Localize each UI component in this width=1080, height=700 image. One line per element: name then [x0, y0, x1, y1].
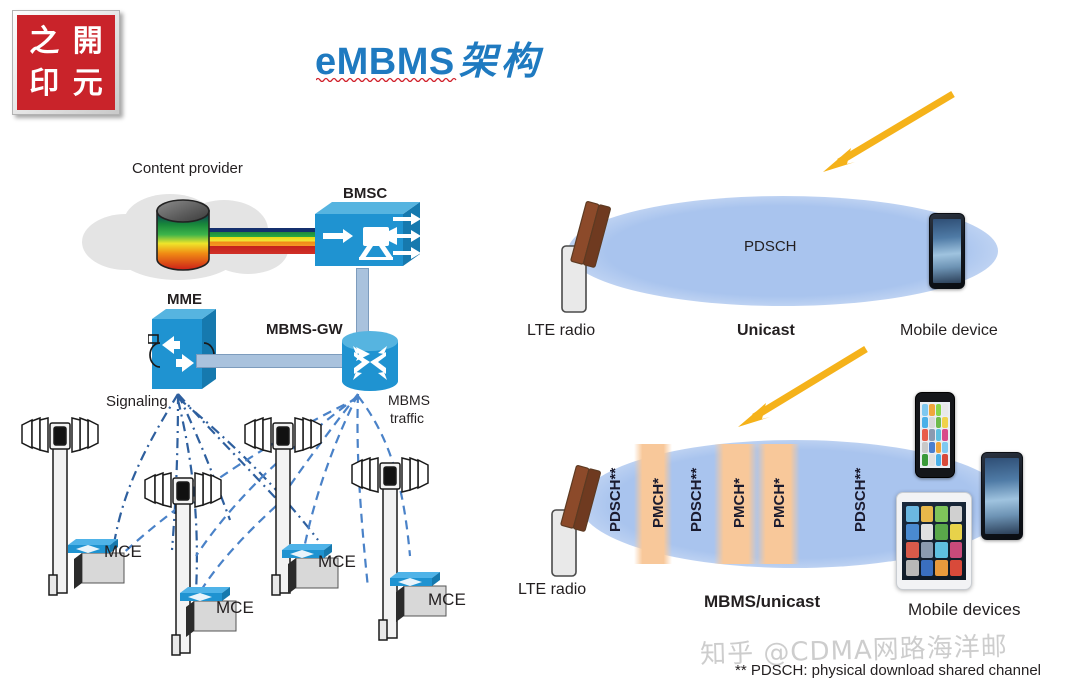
lte-radio-1-icon	[561, 201, 611, 313]
cell-tower-2-icon	[144, 471, 222, 656]
label-bmsc: BMSC	[343, 185, 388, 202]
label-mme: MME	[167, 291, 202, 308]
mbms-channel-label-6: PDSCH**	[852, 467, 869, 532]
seal-char-2: 開	[66, 21, 109, 62]
seal-stamp-logo: 之 開 印 元	[12, 10, 120, 115]
mbms-gw-node-icon	[342, 331, 398, 391]
page-title-latin: eMBMS	[315, 41, 455, 83]
iphone-screen	[920, 402, 950, 468]
mbms-channel-label-5: PMCH*	[771, 477, 788, 528]
label-mce-3: MCE	[318, 552, 356, 571]
label-mbms-traffic-1: MBMS	[388, 392, 430, 408]
label-mce-1: MCE	[104, 542, 142, 561]
database-cylinder-icon	[156, 199, 210, 271]
label-mobile-devices: Mobile devices	[908, 600, 1021, 619]
label-mobile-device: Mobile device	[900, 322, 998, 339]
pmch-band-2	[714, 444, 758, 564]
pmch-band-3	[756, 444, 800, 564]
mbms-channel-label-1: PDSCH**	[607, 467, 624, 532]
arrow-to-unicast-icon	[823, 90, 955, 172]
link-mme-to-mbmsgw	[196, 354, 346, 368]
label-lte-radio-mbms: LTE radio	[518, 581, 587, 598]
label-mce-4: MCE	[428, 590, 466, 609]
content-feed-pipe	[208, 228, 320, 254]
mce-switch-4-icon	[390, 572, 447, 622]
seal-inner: 之 開 印 元	[17, 15, 115, 110]
phone-screen	[933, 219, 961, 283]
arrow-to-mbms-icon	[738, 346, 868, 427]
mobile-device-unicast	[929, 213, 965, 289]
mobile-device-tablet	[896, 492, 972, 590]
label-lte-radio-unicast: LTE radio	[527, 322, 596, 339]
unicast-channel-label: PDSCH	[744, 238, 797, 255]
mce-switch-2-icon	[180, 587, 237, 637]
bmsc-output-arrows-icon	[393, 213, 421, 259]
mobile-device-iphone	[915, 392, 955, 478]
footnote-pdsch: ** PDSCH: physical download shared chann…	[735, 662, 1042, 679]
label-mce-2: MCE	[216, 598, 254, 617]
cell-tower-4-icon	[351, 456, 429, 641]
mce-switch-3-icon	[282, 544, 339, 594]
mbms-channel-label-3: PDSCH**	[688, 467, 705, 532]
label-mbms-gw: MBMS-GW	[266, 321, 343, 338]
mobile-device-android	[981, 452, 1023, 540]
cell-tower-1-icon	[21, 416, 99, 596]
spellcheck-squiggle-icon	[316, 77, 457, 82]
mbms-channel-label-4: PMCH*	[731, 477, 748, 528]
label-unicast: Unicast	[737, 322, 795, 339]
mbms-channel-label-2: PMCH*	[650, 477, 667, 528]
pmch-band-1	[634, 444, 672, 564]
seal-char-1: 之	[23, 21, 66, 62]
lte-radio-2-icon	[551, 465, 601, 577]
signaling-traffic-connections	[110, 393, 412, 593]
label-mbms-unicast: MBMS/unicast	[704, 592, 821, 611]
label-signaling: Signaling	[106, 393, 168, 410]
label-mbms-traffic-2: traffic	[390, 410, 424, 426]
seal-char-4: 元	[66, 63, 109, 104]
mce-switch-1-icon	[68, 539, 125, 589]
android-screen	[985, 458, 1019, 534]
page-title-han: 架构	[458, 39, 543, 83]
label-content-provider: Content provider	[132, 160, 243, 177]
unicast-coverage-ellipse	[568, 196, 998, 306]
tablet-screen	[902, 502, 966, 580]
seal-char-3: 印	[23, 63, 66, 104]
